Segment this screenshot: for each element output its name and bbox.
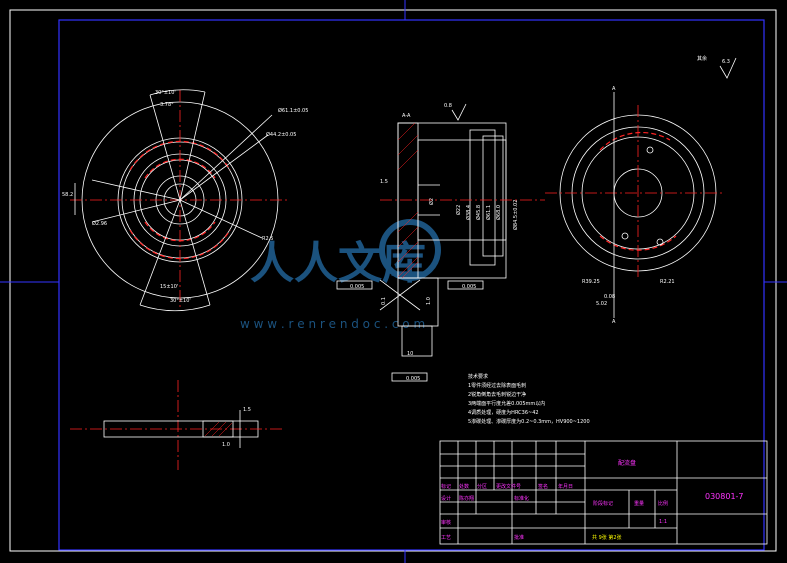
front-left-dim1: 58.2 — [62, 192, 73, 198]
section-dim-left: 1.5 — [380, 179, 388, 185]
right-d2: 0.08 — [604, 294, 615, 300]
right-r1: R39.25 — [582, 279, 600, 285]
hdr-count: 处数 — [459, 483, 469, 490]
section-tol-left: 0.005 — [350, 284, 364, 290]
approve-label: 批准 — [514, 534, 524, 541]
title-block — [439, 440, 768, 545]
hdr-mark: 标记 — [441, 483, 451, 490]
front-view — [70, 89, 290, 312]
watermark: 人人文库 w w w . r e n r e n d o c . c o m — [240, 219, 441, 331]
section-hatch — [397, 122, 419, 279]
tech-note-4: 4调质处理，硬度为HRC36~42 — [468, 409, 539, 416]
design-label: 设计 — [441, 495, 451, 502]
inner-frame — [58, 19, 765, 551]
front-angle-top2: 3.78° — [160, 102, 174, 108]
section-tol-right: 0.005 — [462, 284, 476, 290]
tech-note-1: 1零件须经过去除表面毛刺 — [468, 382, 526, 389]
front-angle-top: 30°±10' — [155, 90, 176, 96]
roughness-label: 其余 — [697, 55, 707, 62]
front-angle-bottom: 15±10' — [160, 284, 178, 290]
roughness-value: 6.3 — [722, 59, 730, 65]
section-tol-bottom: 0.005 — [406, 376, 420, 382]
right-d1: 5.02 — [596, 301, 607, 307]
section-dim-v6: Ø84.5±0.02 — [512, 200, 519, 230]
section-view — [379, 122, 545, 357]
right-a-bot: A — [612, 319, 616, 325]
review-label: 审核 — [441, 519, 451, 526]
hdr-date: 年月日 — [558, 483, 573, 490]
tol-frame-bottom — [391, 372, 428, 382]
tech-note-3: 3两端面平行度允差0.005mm以内 — [468, 400, 545, 407]
tol-frame-left — [336, 280, 373, 290]
side-view — [70, 380, 285, 470]
part-name: 配流盘 — [618, 459, 636, 467]
right-r2: R2.21 — [660, 279, 675, 285]
front-dia2: Ø44.2±0.05 — [266, 131, 296, 138]
front-dia1: Ø61.1±0.05 — [278, 107, 308, 114]
right-view — [545, 92, 725, 318]
outer-border — [9, 9, 777, 552]
section-dim-v1: Ø22 — [455, 205, 462, 215]
drawing-number: 030801-7 — [705, 492, 744, 501]
side-dim2: 1.0 — [222, 442, 230, 448]
section-dim-v5: Ø68.0 — [495, 205, 502, 220]
section-dim-v4: Ø61.1 — [485, 205, 492, 220]
hdr-docno: 更改文件号 — [496, 483, 521, 490]
side-hatch — [204, 421, 233, 437]
weight-label: 重量 — [634, 500, 644, 507]
hdr-zone: 分区 — [477, 483, 487, 490]
section-roughness: 0.8 — [444, 103, 452, 109]
sheet-count: 共 9张 第2张 — [592, 534, 622, 541]
process-label: 工艺 — [441, 535, 451, 541]
designer-name: 陈亦翔 — [459, 495, 474, 502]
hdr-sign: 签名 — [538, 483, 548, 490]
section-dim-bot2: 1.0 — [426, 297, 432, 305]
tech-note-2: 2锐角倒角去毛刺锐边干净 — [468, 391, 526, 398]
front-dia3: Ø2.96 — [92, 220, 107, 227]
front-r-label: R2.5 — [262, 236, 273, 242]
tech-note-5: 5渗碳处理、渗碳厚度为0.2~0.3mm，HV900~1200 — [468, 418, 590, 425]
section-title: A-A — [402, 113, 411, 119]
section-dim-bot1: 0.1 — [381, 297, 387, 305]
section-dim-v3: Ø45.8 — [475, 205, 482, 220]
scale-label: 比例 — [658, 500, 668, 507]
right-a-top: A — [612, 86, 616, 92]
section-dim-mid: Ø2 — [428, 198, 435, 205]
watermark-url: w w w . r e n r e n d o c . c o m — [240, 317, 425, 331]
scale-value: 1:1 — [659, 519, 667, 525]
tech-notes-title: 技术要求 — [468, 373, 488, 380]
tol-frame-right — [447, 280, 484, 290]
roughness-symbol — [719, 57, 737, 79]
stage-label: 阶段标记 — [593, 500, 613, 507]
section-dim-v2: Ø38.4 — [465, 205, 472, 220]
front-angle-bottom2: 30°±10' — [170, 298, 191, 304]
standardization-label: 标准化 — [514, 495, 529, 502]
side-dim1: 1.5 — [243, 407, 251, 413]
section-roughness-symbol — [451, 103, 467, 121]
watermark-logo: 人人文库 — [250, 238, 426, 289]
section-dim-bot3: 10 — [407, 351, 413, 357]
